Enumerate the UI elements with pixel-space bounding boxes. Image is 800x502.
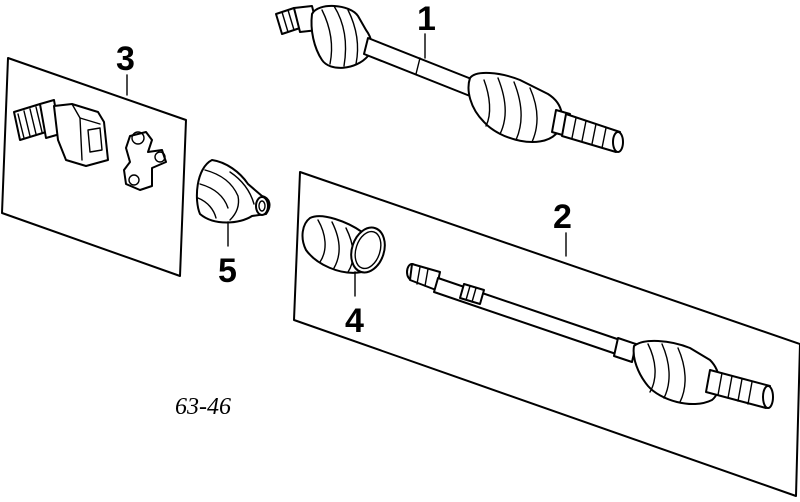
halfshaft-2 bbox=[406, 263, 774, 409]
small-boot-5 bbox=[195, 159, 271, 224]
tripod-spider bbox=[123, 131, 167, 191]
callout-1: 1 bbox=[417, 0, 436, 38]
callout-3: 3 bbox=[116, 40, 135, 78]
clamp-ring bbox=[350, 226, 386, 274]
panel-2-frame bbox=[293, 171, 800, 497]
inner-cv-joint-housing bbox=[13, 99, 109, 167]
axle-shaft-1 bbox=[275, 5, 624, 153]
callout-4: 4 bbox=[345, 302, 364, 340]
callout-5: 5 bbox=[218, 252, 237, 290]
callout-2: 2 bbox=[553, 198, 572, 236]
figure-code: 63-46 bbox=[175, 394, 231, 420]
panel-3-frame bbox=[1, 57, 187, 277]
